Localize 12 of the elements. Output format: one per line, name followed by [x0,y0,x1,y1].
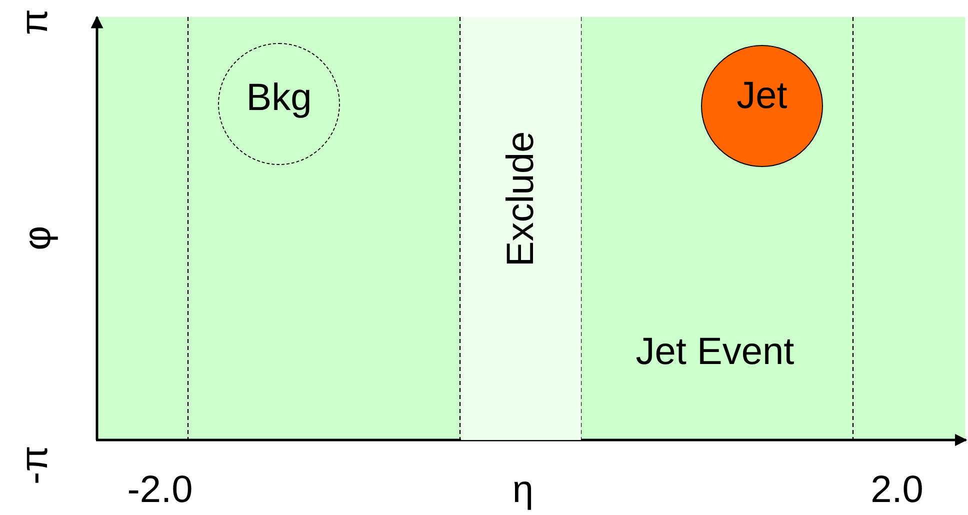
axis-tick-label: -π [16,446,54,484]
region-label: Exclude [502,131,540,266]
excluded-band [461,17,581,440]
region-circle [218,43,340,165]
axis-title: η [512,471,534,509]
region-label: Jet Event [636,333,794,371]
axis-tick-label: -2.0 [127,471,193,509]
region-label: Jet [736,77,788,116]
axis-tick-label: π [16,8,54,36]
region-label: Bkg [246,79,312,117]
axis-title: φ [19,226,57,250]
axis-tick-label: 2.0 [870,471,924,509]
